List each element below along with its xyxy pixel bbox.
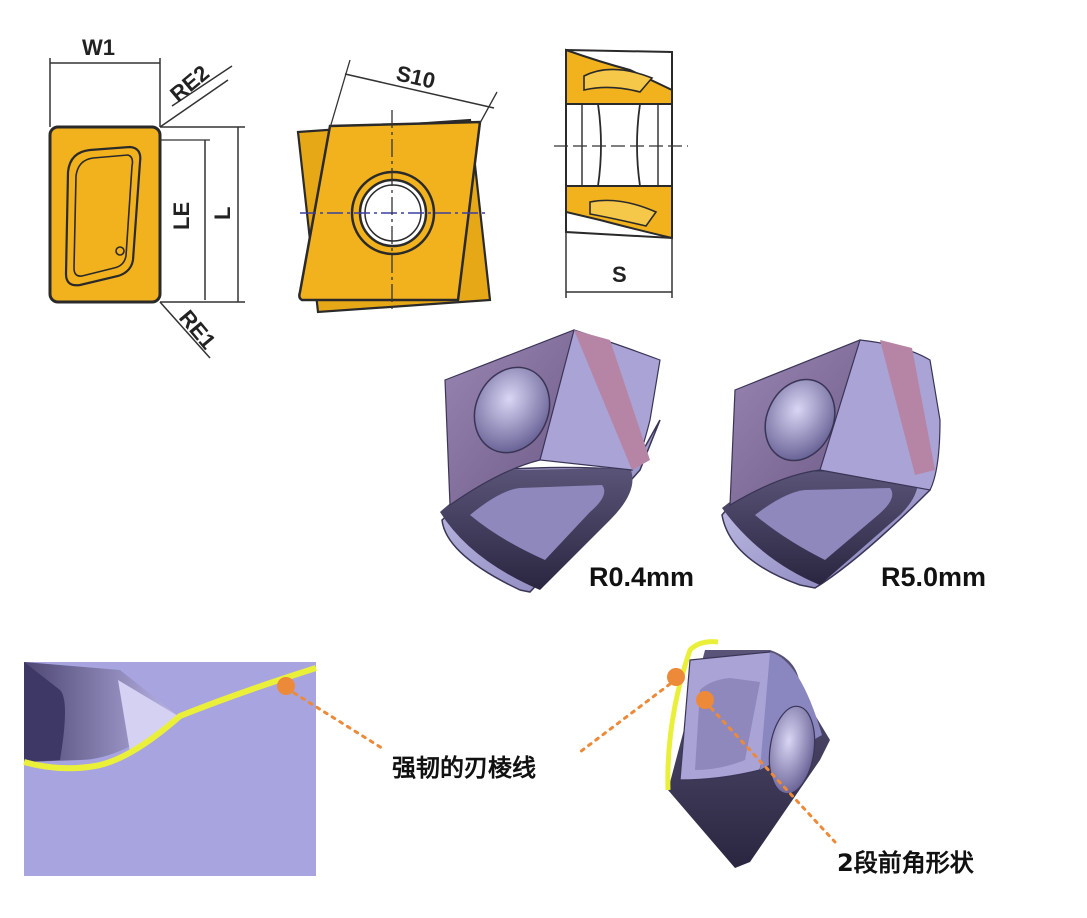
edge-closeup bbox=[23, 662, 317, 876]
insert-3d-r50: R5.0mm bbox=[721, 339, 986, 592]
edge-callout-label: 强韧的刃棱线 bbox=[392, 754, 536, 782]
r04-label: R0.4mm bbox=[589, 562, 694, 592]
r50-label: R5.0mm bbox=[881, 562, 986, 592]
s10-label: S10 bbox=[394, 61, 438, 94]
w1-label: W1 bbox=[82, 35, 115, 60]
re1-label: RE1 bbox=[174, 305, 221, 354]
insert-edge-dot bbox=[667, 668, 685, 686]
rake-callout-label: 2段前角形状 bbox=[837, 849, 975, 877]
front-view-drawing: S10 bbox=[296, 59, 498, 314]
insert-3d-r04: R0.4mm bbox=[440, 329, 694, 593]
rake-closeup-insert bbox=[665, 639, 830, 868]
s-label: S bbox=[612, 262, 627, 287]
side-view-drawing: S bbox=[554, 48, 688, 298]
top-view-drawing: W1 RE2 LE L RE1 bbox=[48, 35, 245, 359]
callout-leaders bbox=[277, 668, 837, 844]
re2-label: RE2 bbox=[165, 60, 214, 107]
l-label: L bbox=[210, 207, 235, 220]
edge-point-dot bbox=[277, 677, 295, 695]
rake-point-dot bbox=[696, 691, 714, 709]
le-label: LE bbox=[169, 202, 194, 230]
